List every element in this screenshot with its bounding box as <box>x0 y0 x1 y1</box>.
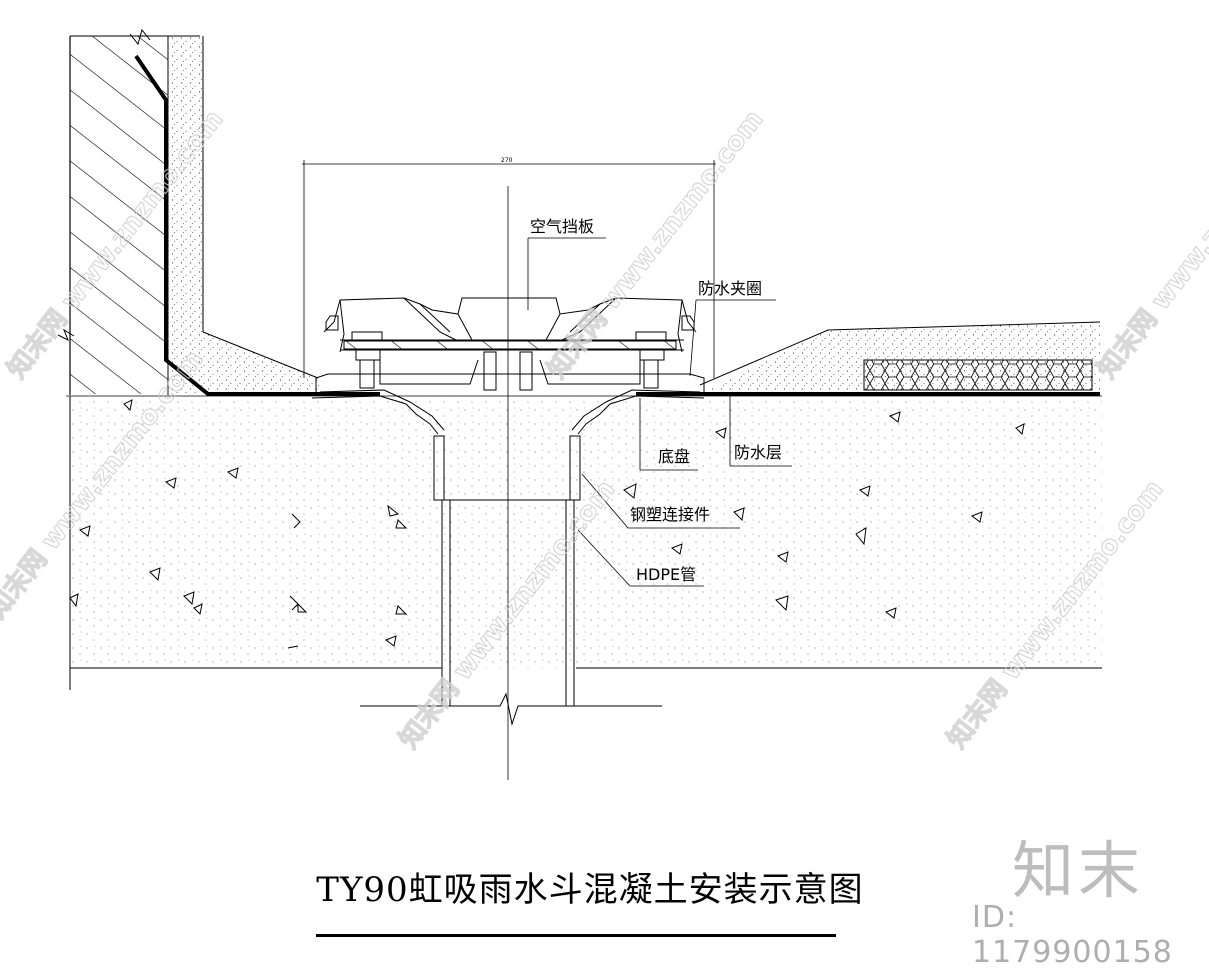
drawing-title: TY90虹吸雨水斗混凝土安装示意图 <box>316 870 864 910</box>
drain-body <box>311 186 705 780</box>
brick-wall <box>57 28 200 395</box>
leader-lines <box>527 237 792 587</box>
watermark-id: ID: 1179900158 <box>972 900 1173 970</box>
dimension-line: 270 <box>302 157 716 378</box>
concrete-slab <box>66 395 1102 690</box>
label-waterproof-layer: 防水层 <box>734 443 782 462</box>
watermark-logo: 知末 <box>1012 834 1145 907</box>
watermark-text: 知末网 www.znzmo.com <box>1092 105 1209 385</box>
label-hdpe-pipe: HDPE管 <box>636 565 696 584</box>
left-screed <box>168 36 320 394</box>
dimension-text: 270 <box>501 157 513 164</box>
label-steel-plastic-connector: 钢塑连接件 <box>630 505 710 524</box>
label-base-plate: 底盘 <box>658 447 690 466</box>
air-baffle <box>323 297 697 391</box>
waterproof-membrane <box>134 54 1100 396</box>
gravel-layer <box>863 359 1093 391</box>
label-air-baffle: 空气挡板 <box>530 217 594 236</box>
title-underline <box>316 934 836 937</box>
label-waterproof-clamp: 防水夹圈 <box>698 279 762 298</box>
